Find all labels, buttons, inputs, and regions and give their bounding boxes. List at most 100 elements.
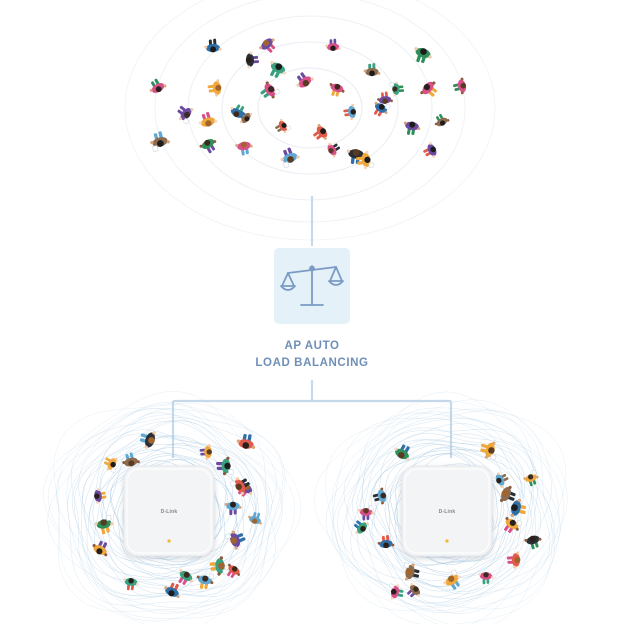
person-topdown-icon: [122, 452, 140, 467]
coverage-ripple: [371, 439, 532, 587]
coverage-ripple: [47, 408, 276, 614]
access-point-right-led: [445, 539, 449, 543]
person-topdown-icon: [510, 498, 527, 518]
coverage-ripple: [71, 419, 258, 596]
coverage-ripple: [352, 427, 539, 604]
person-topdown-icon: [260, 81, 281, 99]
coverage-ripple: [350, 418, 553, 600]
person-topdown-icon: [394, 444, 410, 461]
label-line-2: LOAD BALANCING: [255, 357, 369, 369]
person-topdown-icon: [443, 569, 461, 590]
person-topdown-icon: [245, 51, 260, 69]
person-topdown-icon: [139, 431, 156, 449]
person-topdown-icon: [92, 540, 108, 557]
coverage-ripple: [57, 391, 296, 614]
access-point-left-brand: D-Link: [161, 509, 178, 515]
person-topdown-icon: [389, 81, 405, 97]
top-crowd: [149, 38, 467, 170]
person-topdown-icon: [373, 101, 391, 117]
person-topdown-icon: [164, 582, 180, 599]
crowd-signal-rings: [124, 0, 496, 241]
coverage-ripple: [66, 401, 284, 606]
signal-ring: [257, 67, 363, 149]
person-topdown-icon: [363, 63, 381, 77]
coverage-ripple: [100, 447, 246, 578]
left-crowd: [92, 431, 262, 599]
person-topdown-icon: [407, 582, 420, 598]
coverage-ripple: [73, 412, 269, 600]
person-topdown-icon: [229, 477, 250, 495]
person-topdown-icon: [523, 470, 539, 487]
person-topdown-icon: [313, 124, 328, 140]
load-balancing-label: AP AUTO LOAD BALANCING: [212, 338, 412, 372]
person-topdown-icon: [248, 512, 262, 525]
coverage-ripple: [384, 447, 509, 567]
person-topdown-icon: [478, 572, 494, 585]
person-topdown-icon: [103, 457, 118, 473]
label-line-1: AP AUTO: [284, 340, 340, 352]
person-topdown-icon: [377, 535, 395, 549]
access-point-left-led: [167, 539, 171, 543]
person-topdown-icon: [199, 139, 217, 154]
left-coverage-ripples: [43, 391, 302, 624]
coverage-ripple: [43, 403, 286, 619]
person-topdown-icon: [499, 485, 516, 503]
coverage-ripple: [325, 399, 568, 624]
person-topdown-icon: [372, 487, 387, 505]
signal-ring: [124, 0, 496, 241]
person-topdown-icon: [196, 573, 214, 590]
person-topdown-icon: [123, 577, 139, 591]
person-topdown-icon: [198, 111, 218, 127]
coverage-ripple: [346, 429, 536, 607]
person-topdown-icon: [149, 78, 167, 93]
coverage-ripple: [337, 411, 551, 604]
coverage-ripple: [70, 417, 282, 609]
coverage-ripple: [53, 403, 302, 624]
person-topdown-icon: [216, 456, 234, 476]
person-topdown-icon: [177, 105, 194, 125]
person-topdown-icon: [356, 150, 375, 170]
person-topdown-icon: [270, 60, 286, 78]
connector-lines: [171, 196, 453, 458]
access-point-left: [123, 465, 215, 557]
person-topdown-icon: [235, 141, 253, 156]
person-topdown-icon: [204, 38, 222, 53]
person-topdown-icon: [150, 131, 170, 152]
signal-ring: [221, 41, 399, 175]
scale-icon: [280, 265, 344, 306]
person-topdown-icon: [358, 505, 374, 521]
load-balancer-tile: [274, 248, 350, 324]
coverage-ripple: [370, 443, 523, 581]
person-topdown-icon: [199, 444, 212, 460]
person-topdown-icon: [403, 562, 420, 581]
coverage-ripple: [100, 453, 227, 569]
coverage-ripple: [78, 420, 273, 597]
coverage-ripple: [331, 408, 556, 614]
person-topdown-icon: [423, 141, 437, 158]
coverage-ripple: [47, 408, 284, 622]
person-topdown-icon: [275, 118, 292, 134]
person-topdown-icon: [238, 111, 253, 124]
right-crowd: [354, 441, 542, 600]
person-topdown-icon: [420, 81, 438, 97]
person-topdown-icon: [343, 103, 356, 121]
person-topdown-icon: [224, 530, 246, 550]
person-topdown-icon: [452, 77, 467, 95]
coverage-ripple: [343, 418, 552, 607]
person-topdown-icon: [327, 142, 341, 158]
access-point-right: [401, 465, 493, 557]
person-topdown-icon: [207, 79, 222, 97]
person-topdown-icon: [480, 441, 497, 461]
person-topdown-icon: [209, 556, 229, 576]
person-topdown-icon: [325, 38, 341, 51]
person-topdown-icon: [94, 514, 114, 535]
coverage-ripple: [56, 414, 277, 610]
coverage-ripple: [105, 449, 237, 575]
person-topdown-icon: [224, 501, 242, 516]
person-topdown-icon: [434, 113, 450, 127]
person-topdown-icon: [354, 520, 369, 534]
person-topdown-icon: [227, 563, 241, 578]
signal-ring: [187, 15, 433, 201]
coverage-ripple: [81, 420, 259, 593]
